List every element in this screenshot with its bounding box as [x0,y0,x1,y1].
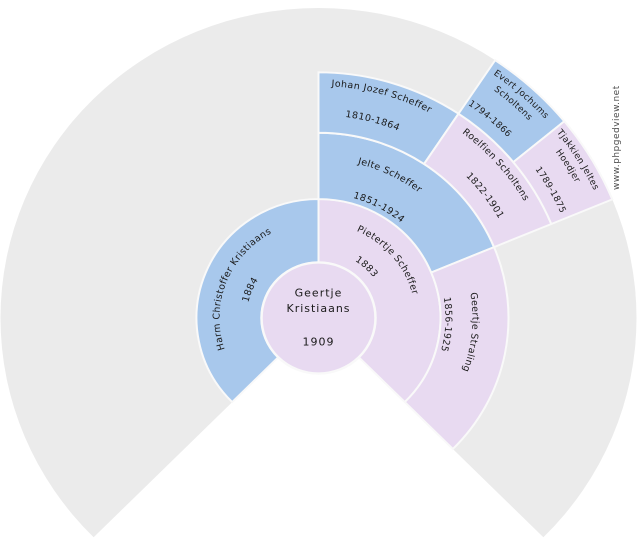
center-person-date: 1909 [303,335,335,348]
fan-segment-geertje-straling[interactable] [403,245,510,451]
fan-segment-tjakkien-jeltes-hoedjer[interactable] [511,119,614,226]
center-person-circle[interactable] [260,261,377,375]
center-person-name: Geertje [295,287,343,300]
fan-group: Harm Christoffer Kristiaans1884Pietertje… [0,7,637,538]
watermark: www.phpgedview.net [612,85,622,190]
center-person-name: Kristiaans [286,302,350,315]
